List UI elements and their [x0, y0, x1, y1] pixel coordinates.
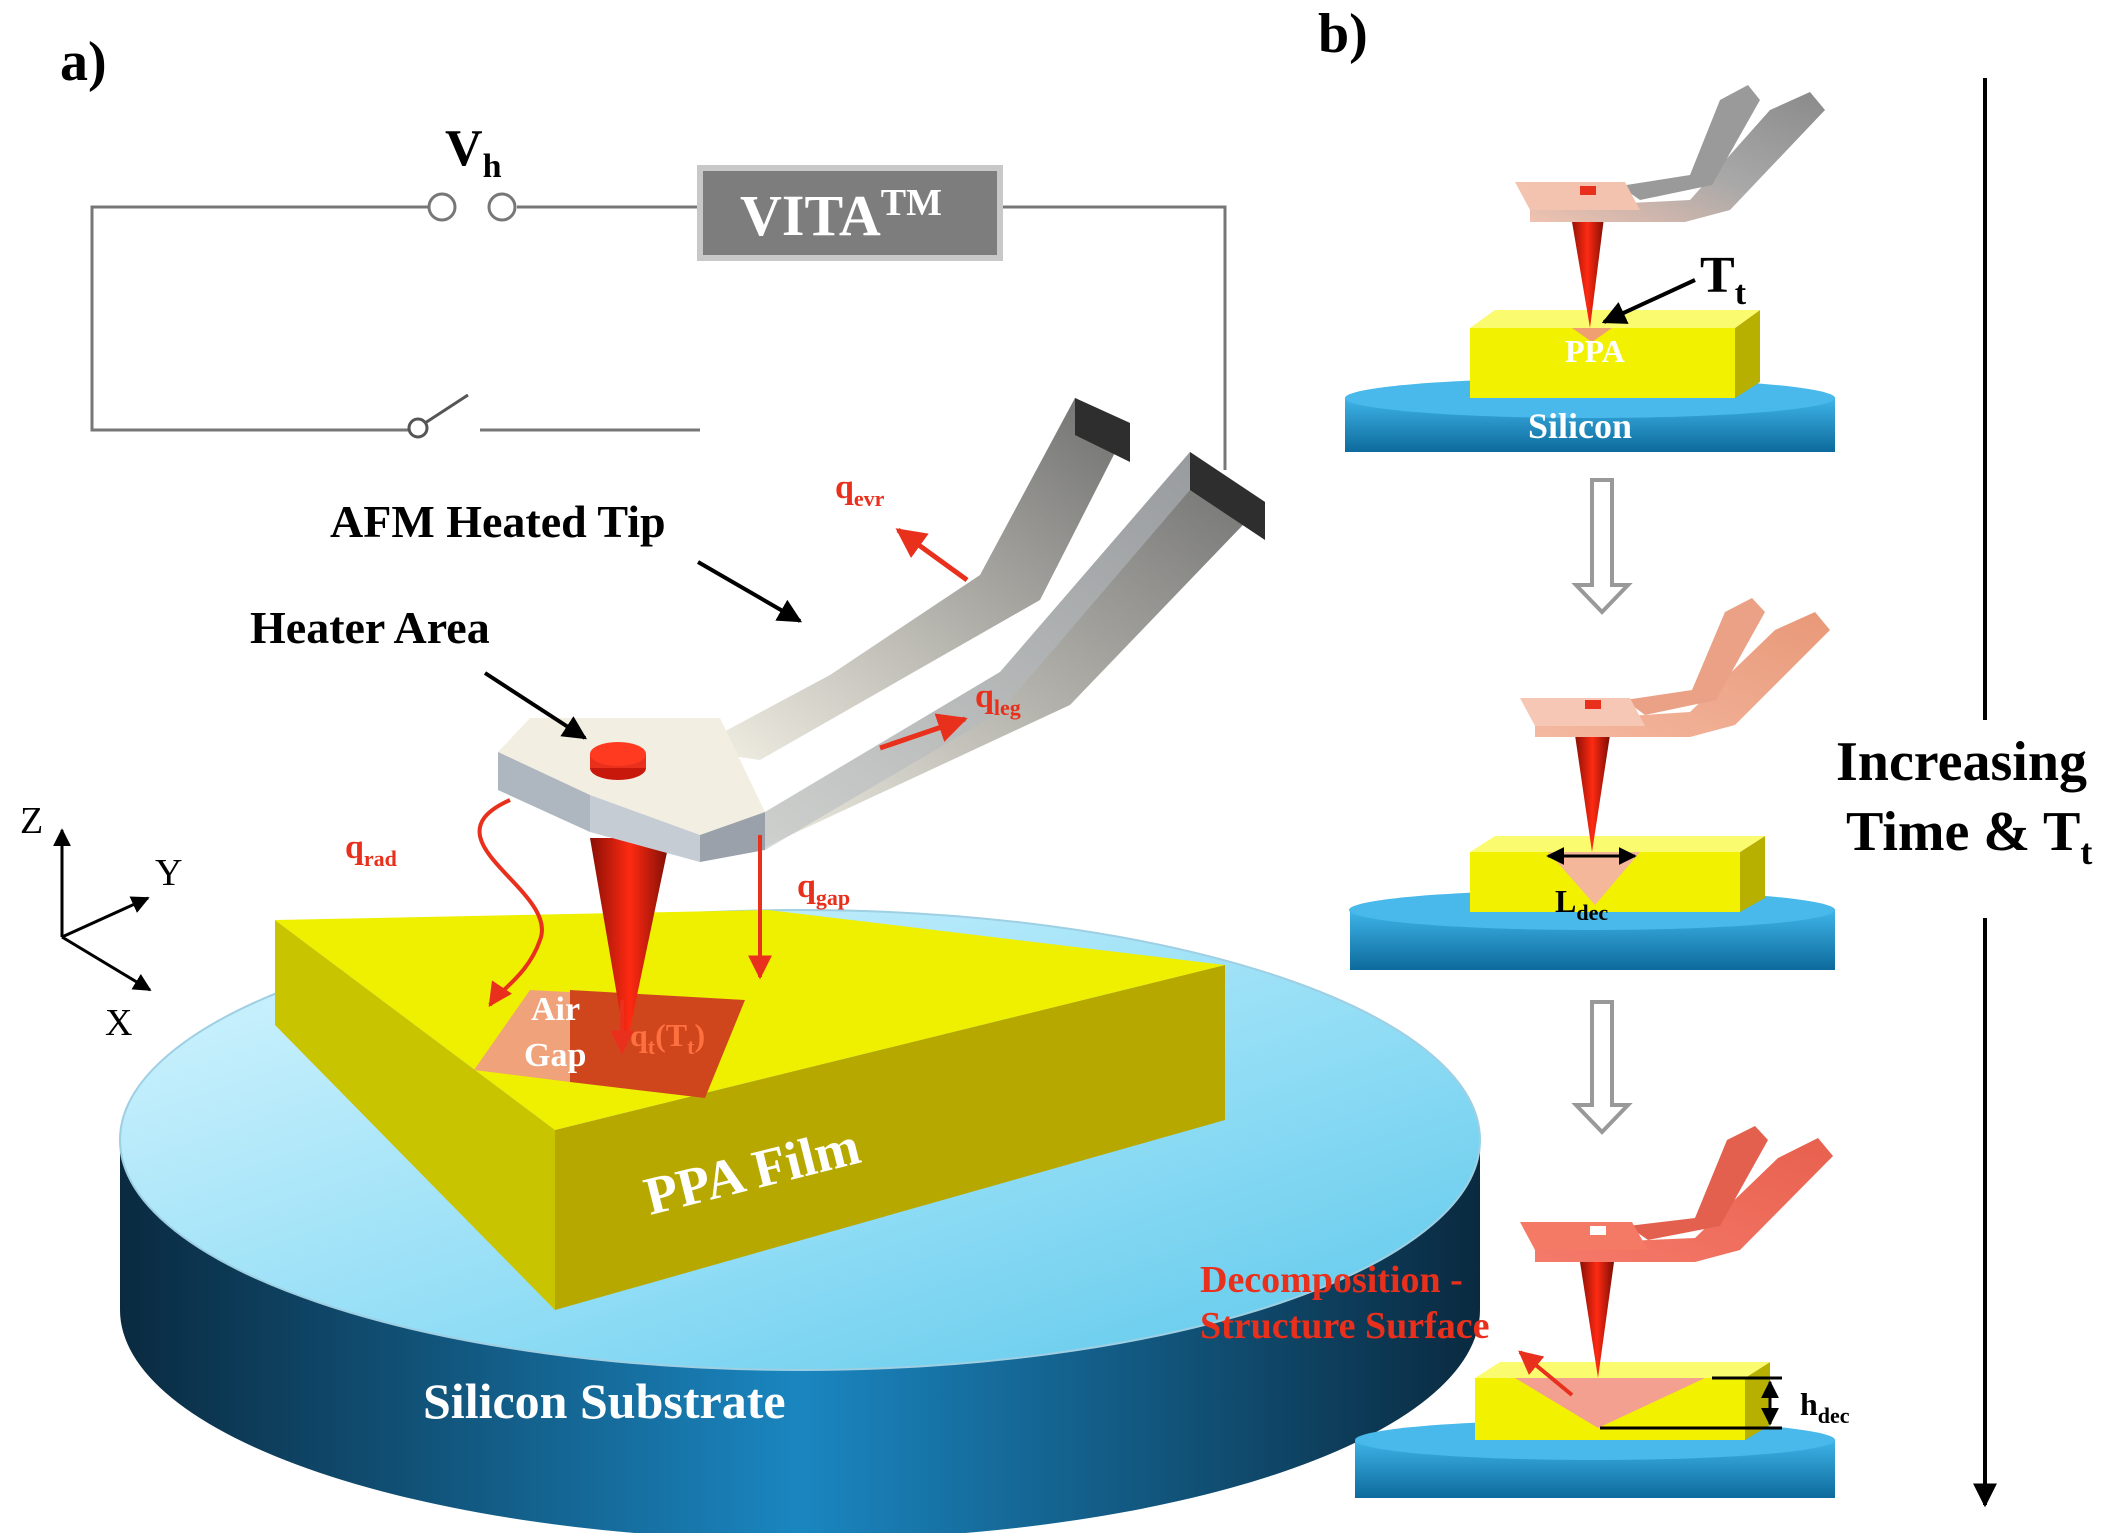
panel-b: b) Silicon PPA Tt: [1200, 3, 2092, 1508]
axis-y-label: Y: [155, 852, 182, 894]
q-evr-label: qevr: [835, 469, 885, 511]
q-leg-arrow: [879, 713, 968, 751]
stage1-tip: [1570, 210, 1605, 328]
heater-area-pointer: [483, 671, 588, 740]
q-rad-label: qrad: [345, 829, 397, 871]
axis-x-label: X: [105, 1002, 132, 1044]
stage1-temp-pointer: [1601, 278, 1696, 324]
vita-label: VITATM: [740, 182, 942, 248]
voltage-label: Vh: [445, 120, 502, 185]
ppa-film: PPA Film Air Gap qt(Tt): [275, 910, 1225, 1310]
vita-box: [697, 165, 1003, 261]
silicon-substrate-label: Silicon Substrate: [423, 1373, 786, 1429]
stage2-l-dec-label: Ldec: [1555, 883, 1608, 925]
stage3-decomp-pointer: [1518, 1350, 1574, 1397]
increasing-line2: Time & Tt: [1846, 801, 2092, 872]
voltage-terminal-right: [487, 192, 517, 222]
heated-region: [570, 990, 745, 1098]
stage3-arm-inner: [1628, 1126, 1768, 1240]
stage2-decomposed-zone: [1548, 852, 1640, 905]
afm-cantilever: [498, 398, 1265, 862]
coordinate-axes: Z Y X: [20, 800, 182, 1044]
q-rad-arrow: [477, 798, 544, 1007]
panel-a: a) Vh VITATM Silicon Substrate: [20, 31, 1481, 1533]
stage2-tip: [1575, 735, 1610, 852]
stage1-tip-temp: Tt: [1700, 247, 1747, 312]
circuit: Vh VITATM: [90, 120, 1227, 470]
stage-arrow-2: [1571, 1000, 1633, 1135]
afm-heated-tip-label: AFM Heated Tip: [330, 496, 666, 547]
afm-tip: [590, 838, 670, 1048]
voltage-terminal-left: [427, 192, 457, 222]
stage1-silicon-label: Silicon: [1528, 406, 1632, 446]
stage1-ppa-label: PPA: [1565, 333, 1625, 369]
stage-2: Ldec: [1349, 598, 1835, 970]
circuit-wire-vita-right: [1000, 205, 1227, 470]
stage3-tip: [1580, 1262, 1614, 1378]
panel-a-label: a): [60, 31, 107, 93]
stage-arrow-1: [1571, 478, 1633, 615]
q-leg-label: qleg: [975, 678, 1021, 720]
afm-tip-pointer: [696, 560, 803, 623]
stage1-arm-inner: [1620, 85, 1760, 200]
switch: [407, 393, 469, 439]
panel-b-label: b): [1318, 3, 1368, 65]
increasing-line1: Increasing: [1836, 731, 2087, 793]
stage3-h-dec-label: hdec: [1800, 1386, 1850, 1428]
q-evr-arrow: [895, 527, 969, 583]
axis-z-label: Z: [20, 800, 43, 842]
air-gap-line1: Air: [531, 991, 580, 1028]
stage-3: hdec Decomposition - Structure Surface: [1200, 1126, 1850, 1498]
stage3-decomp-line2: Structure Surface: [1200, 1305, 1490, 1347]
stage-1: Silicon PPA Tt: [1345, 85, 1835, 452]
stage2-arm-inner: [1625, 598, 1765, 715]
q-t-label: qt(Tt): [630, 1017, 705, 1059]
stage3-decomposed-zone: [1515, 1378, 1705, 1428]
stage1-heated-zone: [1572, 328, 1612, 342]
stage3-arm-outer: [1535, 1138, 1833, 1262]
air-gap-line2: Gap: [524, 1037, 586, 1074]
heater-area-label: Heater Area: [250, 602, 490, 653]
q-gap-label: qgap: [797, 868, 850, 910]
stage3-decomp-line1: Decomposition -: [1200, 1259, 1463, 1301]
circuit-wire-top-left: [90, 205, 430, 432]
